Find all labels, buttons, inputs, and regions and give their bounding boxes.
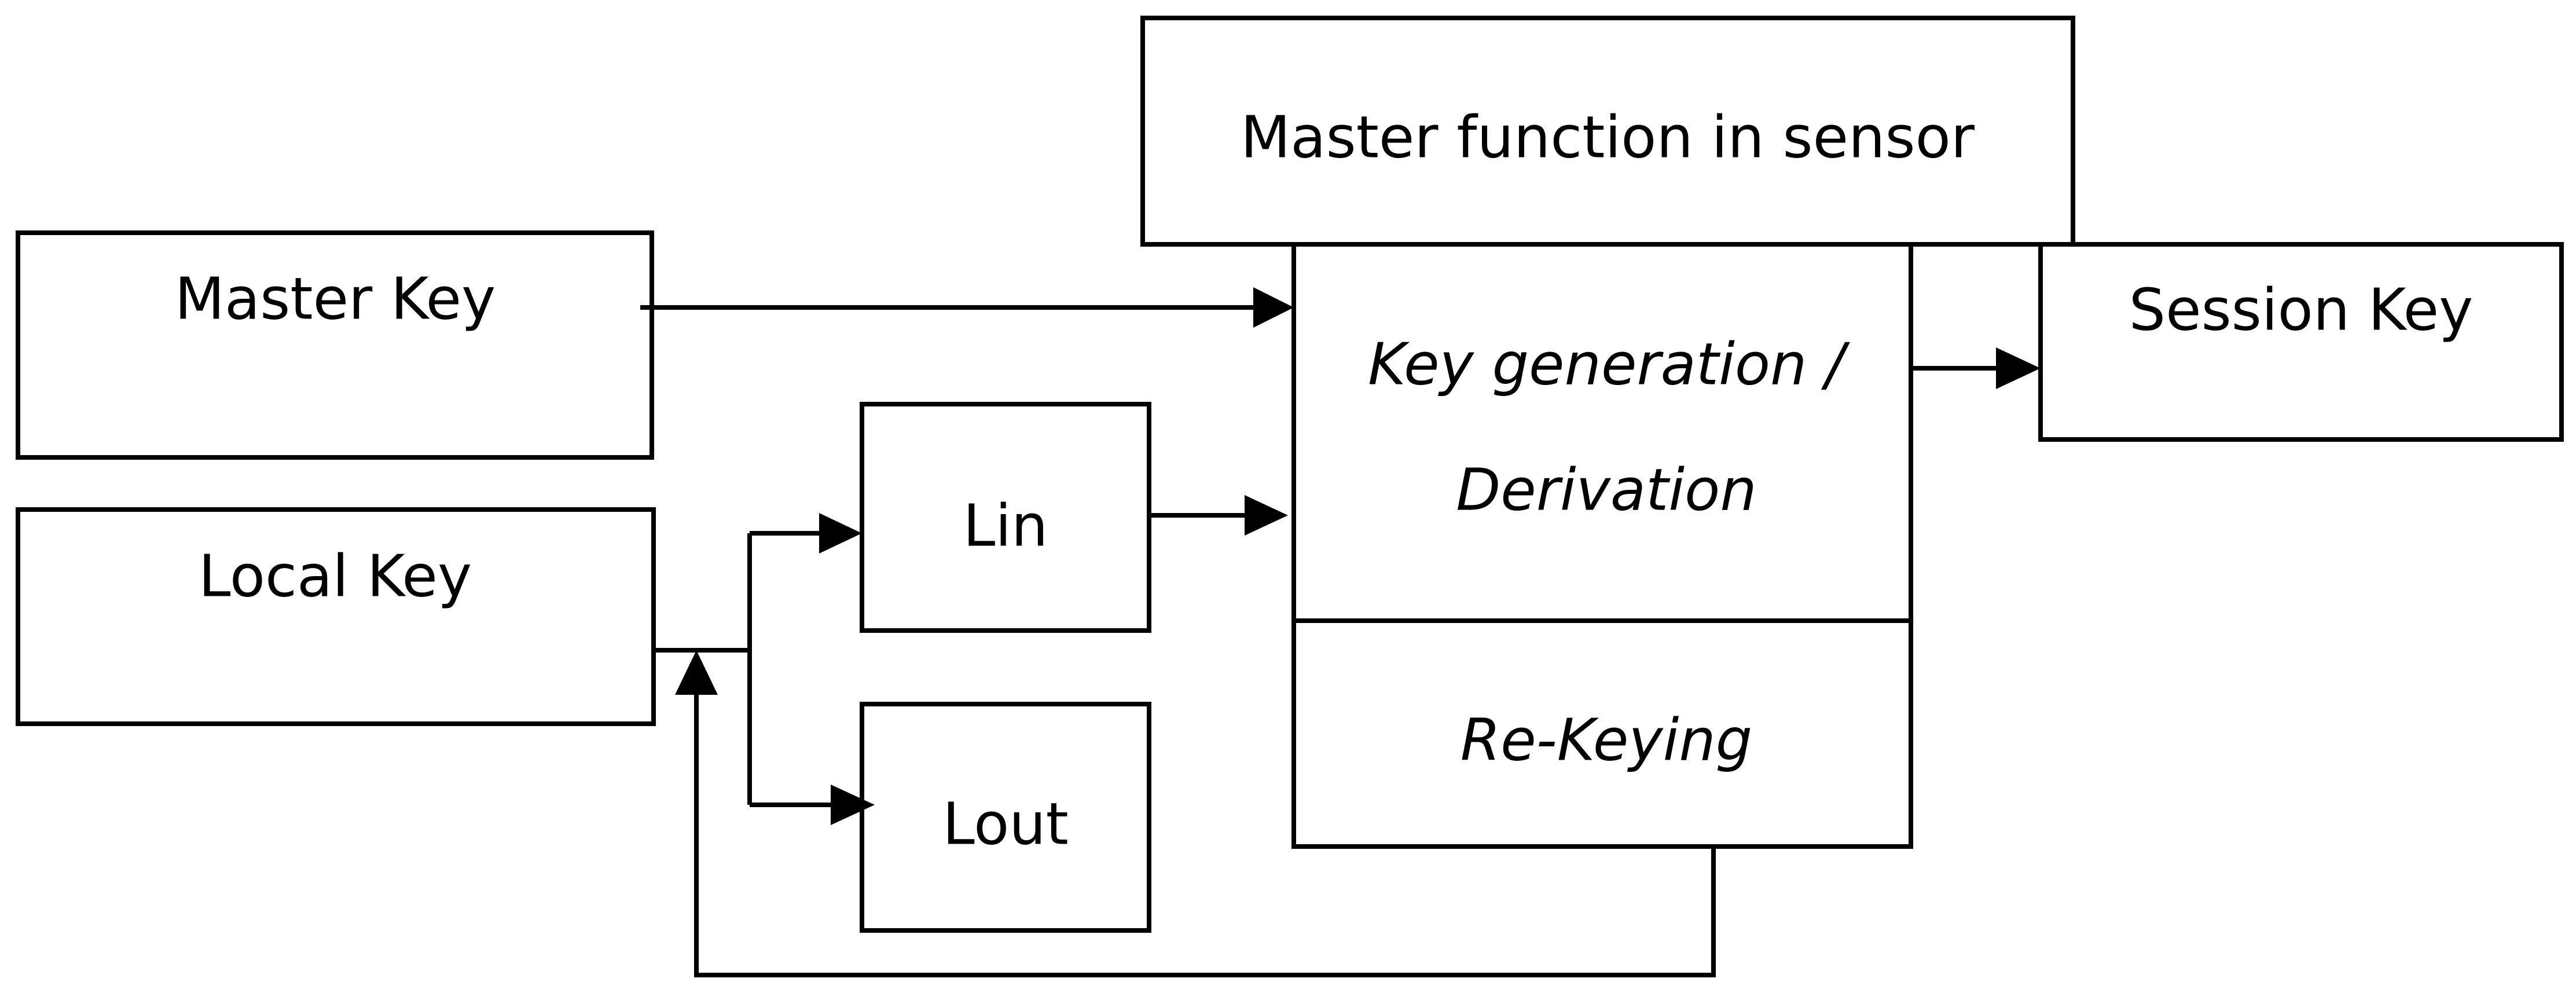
re-keying-label: Re-Keying bbox=[1461, 706, 1752, 774]
arrowhead bbox=[675, 650, 718, 695]
session-key-label: Session Key bbox=[2129, 276, 2474, 343]
arrowhead bbox=[1996, 347, 2041, 389]
lout-box: Lout bbox=[860, 702, 1151, 933]
arrow-master-key-to-key-generation bbox=[640, 287, 1294, 328]
local-key-branch-connector bbox=[654, 533, 752, 805]
master-function-box: Master function in sensor bbox=[1140, 16, 2075, 247]
local-key-box: Local Key bbox=[16, 507, 656, 726]
arrowhead bbox=[1245, 495, 1288, 536]
key-generation-box: Key generation / Derivation bbox=[1291, 242, 1913, 623]
lout-label: Lout bbox=[942, 790, 1069, 858]
key-generation-label-line2: Derivation bbox=[1456, 456, 1756, 523]
key-generation-label-line1: Key generation / bbox=[1368, 330, 1850, 398]
lin-box: Lin bbox=[860, 402, 1151, 633]
master-key-label: Master Key bbox=[175, 265, 496, 332]
arrow-re-keying-feedback-to-local-key bbox=[675, 650, 1716, 977]
arrowhead bbox=[1253, 287, 1294, 328]
arrow-branch-to-lout bbox=[750, 785, 875, 825]
master-key-box: Master Key bbox=[16, 230, 654, 460]
lin-label: Lin bbox=[963, 492, 1048, 559]
arrow-key-generation-to-session-key bbox=[1911, 347, 2041, 389]
master-function-label: Master function in sensor bbox=[1241, 103, 1975, 171]
re-keying-box: Re-Keying bbox=[1291, 618, 1913, 849]
arrowhead bbox=[819, 513, 862, 554]
arrow-lin-to-key-generation bbox=[1149, 495, 1288, 536]
arrow-branch-to-lin bbox=[750, 513, 862, 554]
local-key-label: Local Key bbox=[199, 542, 472, 610]
session-key-box: Session Key bbox=[2038, 242, 2564, 442]
arrowhead bbox=[831, 785, 875, 825]
